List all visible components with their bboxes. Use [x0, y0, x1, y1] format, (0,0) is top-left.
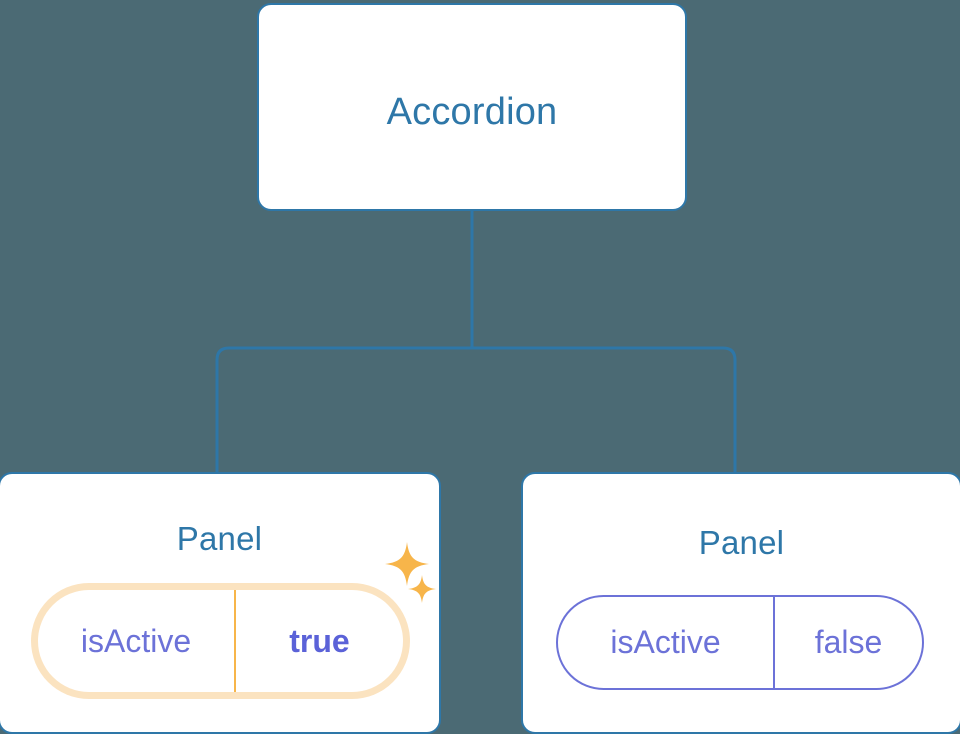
prop-pill-key: isActive [80, 622, 192, 659]
prop-pill-isactive-false[interactable]: isActive false [556, 595, 924, 690]
node-accordion-title: Accordion [386, 91, 558, 133]
node-panel-active-title: Panel [176, 520, 263, 557]
connector-branch-right [472, 346, 737, 474]
prop-pill-value: true [234, 590, 403, 692]
prop-pill-isactive-true[interactable]: isActive true [38, 590, 403, 692]
sparkle-large-icon [385, 542, 429, 586]
prop-pill-value: false [773, 597, 922, 688]
node-accordion[interactable]: Accordion [257, 3, 687, 211]
node-panel-inactive-title: Panel [698, 524, 785, 561]
connector-branch-left [215, 346, 472, 474]
prop-pill-key: isActive [610, 624, 721, 660]
sparkle-small-icon [408, 575, 436, 603]
